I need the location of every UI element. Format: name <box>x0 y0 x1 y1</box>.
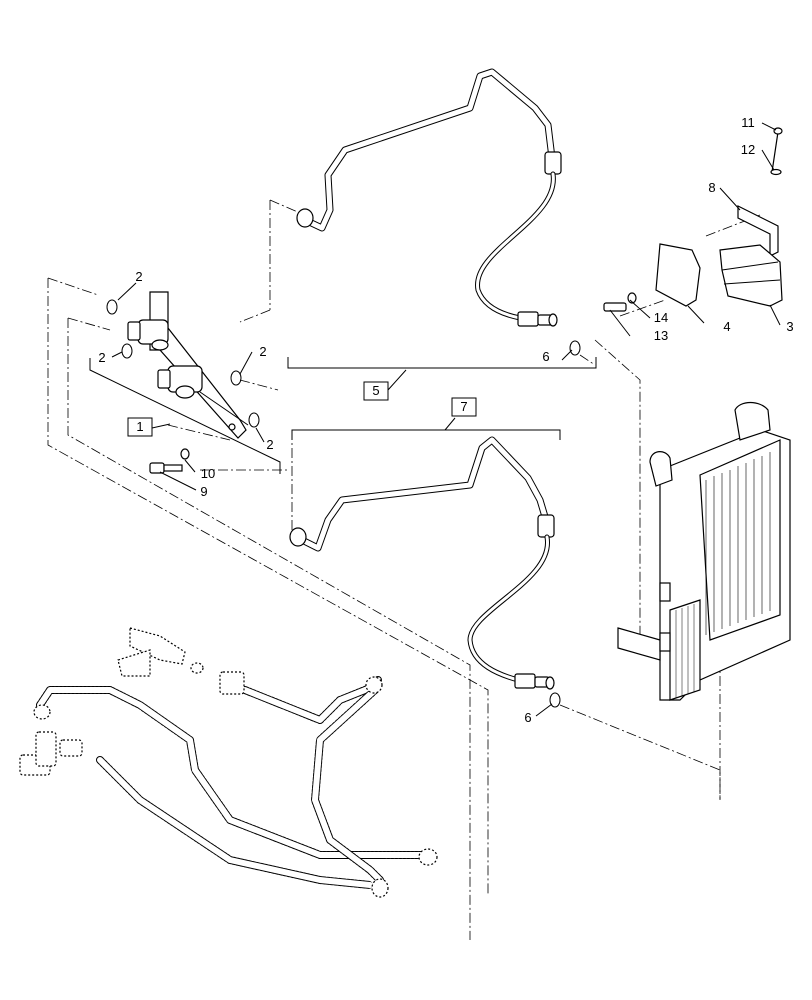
clamp-block-3 <box>719 244 783 307</box>
bolt-head-icon <box>149 462 165 474</box>
callout-box-1 <box>127 417 153 437</box>
callout-5: 5 <box>372 383 379 398</box>
callout-9: 9 <box>200 484 207 499</box>
callout-2-left: 2 <box>98 350 105 365</box>
callout-2-right: 2 <box>259 344 266 359</box>
cooler-inlet <box>649 451 673 487</box>
cooler-outlet <box>734 401 771 441</box>
snap-ring-icon <box>230 370 242 386</box>
tube-nut-lower <box>289 527 307 547</box>
callout-box-7 <box>451 397 477 417</box>
assembly-lines <box>47 199 761 940</box>
snap-rings <box>106 299 581 708</box>
snap-ring-icon <box>121 343 133 359</box>
callout-6-lower: 6 <box>524 710 531 725</box>
tube-assembly-upper <box>296 68 562 327</box>
tube-nut-upper <box>296 208 314 228</box>
tube-fitting-upper <box>544 151 562 175</box>
oil-cooler <box>617 401 791 701</box>
hose-fitting-upper <box>517 311 539 327</box>
bolt-and-washer <box>149 448 190 474</box>
callout-4: 4 <box>723 319 730 334</box>
bracket-hardware <box>603 127 783 312</box>
valve-block-assembly <box>127 291 249 439</box>
callout-box-5 <box>363 381 389 401</box>
callout-6-upper: 6 <box>542 349 549 364</box>
callout-14: 14 <box>654 310 668 325</box>
snap-ring-icon <box>248 412 260 428</box>
callout-13: 13 <box>654 328 668 343</box>
reference-tubing <box>19 627 438 898</box>
callout-2-top: 2 <box>135 269 142 284</box>
callout-10: 10 <box>201 466 215 481</box>
screw-icon <box>773 127 783 135</box>
callout-11: 11 <box>741 115 755 130</box>
clamp-4 <box>655 243 701 307</box>
group-brackets <box>89 357 597 474</box>
snap-ring-icon <box>549 692 561 708</box>
snap-ring-icon <box>569 340 581 356</box>
callout-3: 3 <box>786 319 793 334</box>
bolt-13 <box>603 302 627 312</box>
callout-1: 1 <box>136 419 143 434</box>
callout-8: 8 <box>708 180 715 195</box>
hose-fitting-lower <box>514 673 536 689</box>
tube-assembly-lower <box>289 436 555 690</box>
callout-7: 7 <box>460 399 467 414</box>
washer-icon <box>180 448 190 460</box>
callout-12: 12 <box>741 142 755 157</box>
snap-ring-icon <box>106 299 118 315</box>
callout-2-bottom: 2 <box>266 437 273 452</box>
leader-lines <box>111 122 781 717</box>
washer-icon <box>770 168 782 176</box>
tube-fitting-lower <box>537 514 555 538</box>
